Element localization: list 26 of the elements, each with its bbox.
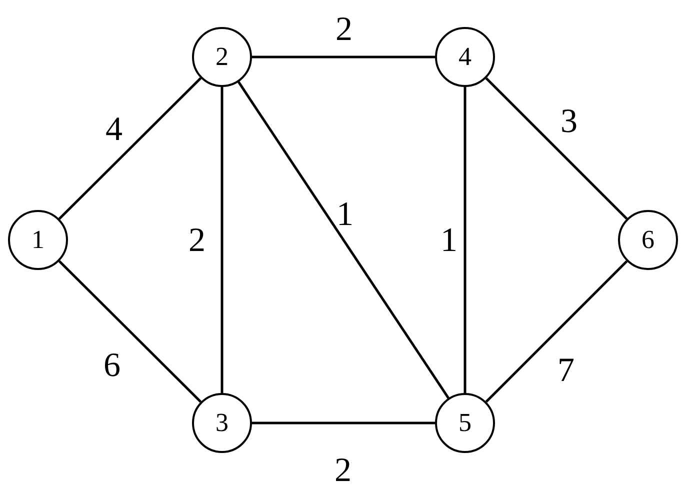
vertex-number: 6 [642, 227, 654, 253]
edge-line [252, 422, 435, 424]
edge-line [464, 87, 466, 393]
edge-weight-label: 6 [104, 349, 120, 383]
graph-vertex-circle [8, 210, 68, 270]
edge-weight-label: 1 [336, 198, 354, 232]
graph-vertex-circle [618, 210, 678, 270]
edge-weight-label: 2 [188, 224, 206, 258]
edge-weight-label: 3 [560, 105, 578, 139]
edge-line [238, 81, 450, 399]
edge-line [485, 77, 628, 220]
edge-weight-label: 7 [558, 354, 574, 388]
edge-line [220, 87, 224, 393]
vertex-number: 5 [458, 410, 472, 436]
edge-weight-label: 4 [106, 113, 122, 147]
edge-weight-label: 1 [440, 224, 458, 258]
vertex-number: 3 [216, 410, 228, 436]
edge-line [252, 56, 435, 58]
vertex-number: 4 [458, 44, 472, 70]
edge-weight-label: 2 [334, 454, 352, 488]
edge-line [485, 260, 628, 403]
edge-line [58, 77, 202, 220]
edge-line [58, 260, 202, 403]
edge-weight-label: 2 [336, 13, 352, 47]
vertex-number: 1 [32, 227, 44, 253]
vertex-number: 2 [216, 44, 228, 70]
